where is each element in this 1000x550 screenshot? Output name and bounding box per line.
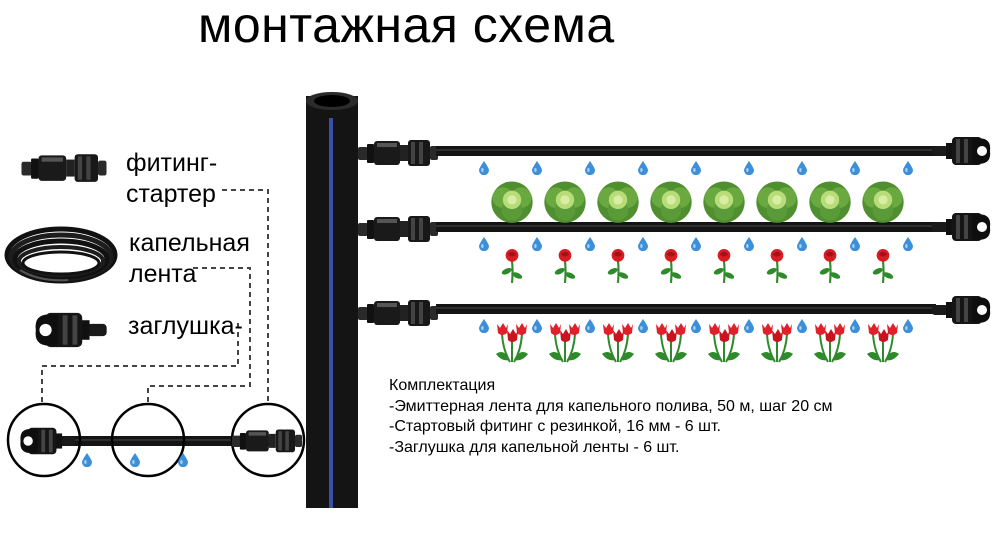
end-plug-icon bbox=[932, 213, 991, 241]
rose-icon bbox=[818, 248, 842, 284]
rose-icon bbox=[765, 248, 789, 284]
water-drop-icon bbox=[850, 319, 860, 333]
water-drop-icon bbox=[532, 161, 542, 175]
rose-icon bbox=[712, 248, 736, 284]
tulip-icon bbox=[866, 322, 900, 363]
legend-starter-fitting-icon bbox=[21, 154, 107, 182]
legend-tape-label-line1: капельная bbox=[129, 229, 250, 257]
water-drop-icon bbox=[691, 319, 701, 333]
water-drop-icon bbox=[903, 161, 913, 175]
water-drop-icon bbox=[585, 319, 595, 333]
cabbage-icon bbox=[544, 181, 586, 223]
water-drop-icon bbox=[744, 319, 754, 333]
legend-plug-label: заглушка- bbox=[128, 312, 243, 340]
water-drop-icon bbox=[691, 237, 701, 251]
tulip-icon bbox=[760, 322, 794, 363]
water-drop-icon bbox=[479, 319, 489, 333]
detail-starter-fitting-icon bbox=[232, 429, 302, 453]
water-drop-icon bbox=[850, 237, 860, 251]
tulip-icon bbox=[654, 322, 688, 363]
legend-starter-label-line1: фитинг- bbox=[126, 149, 218, 177]
water-drop-icon bbox=[638, 161, 648, 175]
legend-tape-label-line2: лента bbox=[129, 260, 197, 288]
water-drop-icon bbox=[479, 237, 489, 251]
kit-contents: Комплектация -Эмиттерная лента для капел… bbox=[389, 376, 909, 458]
water-drop-icon bbox=[638, 319, 648, 333]
detail-drop-icon bbox=[130, 453, 140, 467]
kit-item: -Стартовый фитинг с резинкой, 16 мм - 6 … bbox=[389, 418, 721, 435]
legend-tape-label: капельная лента bbox=[129, 228, 250, 290]
tulip-icon bbox=[548, 322, 582, 363]
kit-item: -Эмиттерная лента для капельного полива,… bbox=[389, 397, 833, 415]
detail-end-plug-icon bbox=[20, 427, 76, 455]
tulip-icon bbox=[495, 322, 529, 363]
cabbage-icon bbox=[650, 181, 692, 223]
cabbage-icon bbox=[809, 181, 851, 223]
legend-drip-tape-coil-icon bbox=[4, 226, 118, 284]
water-drop-icon bbox=[797, 161, 807, 175]
rose-icon bbox=[500, 248, 524, 284]
main-supply-pipe bbox=[306, 92, 358, 508]
water-drop-icon bbox=[903, 319, 913, 333]
water-drop-icon bbox=[532, 237, 542, 251]
legend-starter-label: фитинг- стартер bbox=[126, 148, 217, 210]
drip-line-row-2 bbox=[358, 213, 991, 242]
cabbage-icon bbox=[491, 181, 533, 223]
kit-heading: Комплектация bbox=[389, 377, 496, 394]
water-drop-icon bbox=[797, 319, 807, 333]
water-drop-icon bbox=[850, 161, 860, 175]
water-drop-icon bbox=[691, 161, 701, 175]
kit-item: -Заглушка для капельной ленты - 6 шт. bbox=[389, 438, 680, 456]
leader-lines bbox=[41, 189, 269, 404]
water-drop-icon bbox=[479, 161, 489, 175]
water-drop-icon bbox=[744, 161, 754, 175]
legend-end-plug-icon bbox=[35, 312, 107, 348]
zoom-circle-plug bbox=[6, 402, 82, 478]
rose-icon bbox=[606, 248, 630, 284]
water-drop-icon bbox=[585, 161, 595, 175]
rose-icon bbox=[659, 248, 683, 284]
zoom-circle-tape bbox=[110, 402, 186, 478]
rose-icon bbox=[871, 248, 895, 284]
water-drop-icon bbox=[797, 237, 807, 251]
cabbage-icon bbox=[703, 181, 745, 223]
cabbage-icon bbox=[597, 181, 639, 223]
detail-view bbox=[6, 402, 306, 478]
water-drop-icon bbox=[903, 237, 913, 251]
starter-fitting-icon bbox=[358, 216, 438, 242]
cabbage-icon bbox=[862, 181, 904, 223]
drip-line-row-1 bbox=[358, 137, 991, 166]
tulip-icon bbox=[601, 322, 635, 363]
detail-drop-icon bbox=[82, 453, 92, 467]
end-plug-icon bbox=[932, 137, 991, 165]
end-plug-icon bbox=[932, 296, 991, 324]
plants bbox=[491, 181, 904, 363]
starter-fitting-icon bbox=[358, 300, 438, 326]
water-drop-icon bbox=[744, 237, 754, 251]
cabbage-icon bbox=[756, 181, 798, 223]
starter-fitting-icon bbox=[358, 140, 438, 166]
water-drop-icon bbox=[585, 237, 595, 251]
water-drop-icon bbox=[638, 237, 648, 251]
diagram-title: монтажная схема bbox=[198, 0, 615, 53]
legend-starter-label-line2: стартер bbox=[126, 180, 216, 208]
tulip-icon bbox=[813, 322, 847, 363]
tulip-icon bbox=[707, 322, 741, 363]
rose-icon bbox=[553, 248, 577, 284]
drip-line-row-3 bbox=[358, 296, 991, 326]
water-drop-icon bbox=[532, 319, 542, 333]
